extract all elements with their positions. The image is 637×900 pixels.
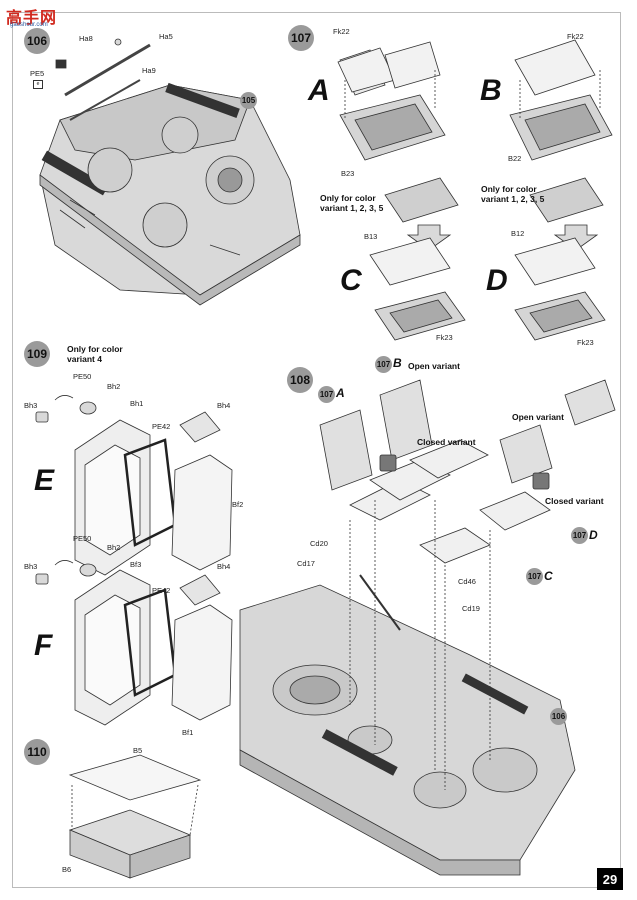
ref-106-bottom-badge: 106 bbox=[550, 708, 567, 725]
label-cd20: Cd20 bbox=[310, 539, 328, 548]
label-ha8: Ha8 bbox=[79, 34, 93, 43]
label-bh2-e: Bh2 bbox=[107, 382, 121, 391]
variant-f-letter: F bbox=[34, 629, 53, 662]
note-closed-variant-1: Closed variant bbox=[417, 437, 476, 447]
hatch-d-drawing bbox=[514, 177, 606, 341]
note-c-color-variant: Only for color variant 1, 2, 3, 5 bbox=[320, 193, 383, 213]
label-b13: B13 bbox=[364, 232, 378, 241]
jerrycan-f-drawing bbox=[35, 560, 233, 726]
note-d-line2: variant 1, 2, 3, 5 bbox=[481, 194, 545, 204]
label-pe50-f: PE50 bbox=[73, 534, 92, 543]
note-closed-variant-2: Closed variant bbox=[545, 496, 604, 506]
label-fk22-a: Fk22 bbox=[333, 27, 350, 36]
variant-b-letter: B bbox=[480, 74, 502, 107]
jerrycan-e-drawing bbox=[35, 395, 233, 576]
ref-107c-badge: 107 bbox=[526, 568, 543, 585]
step-106-top-badge: 106 bbox=[24, 28, 50, 54]
label-ha5: Ha5 bbox=[159, 32, 173, 41]
note-c-line1: Only for color bbox=[320, 193, 376, 203]
label-b5: B5 bbox=[133, 746, 143, 755]
variant-c-letter: C bbox=[340, 264, 362, 297]
note-d-color-variant: Only for color variant 1, 2, 3, 5 bbox=[481, 184, 544, 204]
note-c-line2: variant 1, 2, 3, 5 bbox=[320, 203, 384, 213]
ref-107a-letter: A bbox=[336, 386, 345, 400]
storage-box-drawing bbox=[68, 754, 202, 879]
label-bf1: Bf1 bbox=[182, 728, 194, 737]
hatch-c-drawing bbox=[369, 177, 466, 341]
hatch-b-drawing bbox=[509, 39, 613, 161]
label-bh4-e: Bh4 bbox=[217, 401, 231, 410]
label-pe50-e: PE50 bbox=[73, 372, 92, 381]
label-b6: B6 bbox=[62, 865, 72, 874]
label-cd19: Cd19 bbox=[462, 604, 480, 613]
photo-etch-icon: e bbox=[33, 80, 43, 89]
step-108-badge: 108 bbox=[287, 367, 313, 393]
watermark-text: 高手网 bbox=[6, 8, 58, 27]
page-number: 29 bbox=[597, 868, 623, 890]
label-b23: B23 bbox=[341, 169, 355, 178]
label-b22: B22 bbox=[508, 154, 522, 163]
variant-d-letter: D bbox=[486, 264, 508, 297]
label-fk23-d: Fk23 bbox=[577, 338, 594, 347]
step-109-badge: 109 bbox=[24, 341, 50, 367]
step-107-badge: 107 bbox=[288, 25, 314, 51]
page-frame bbox=[12, 12, 621, 888]
label-pe42-e: PE42 bbox=[152, 422, 171, 431]
label-cd17: Cd17 bbox=[297, 559, 315, 568]
hull-front-drawing bbox=[239, 379, 616, 876]
note-open-variant-1: Open variant bbox=[408, 361, 460, 371]
label-fk22-b: Fk22 bbox=[567, 32, 584, 41]
label-bh2-f: Bh2 bbox=[107, 543, 121, 552]
label-pe5: PE5 bbox=[30, 69, 45, 78]
label-pe42-f: PE42 bbox=[152, 586, 171, 595]
note-109-line1: Only for color bbox=[67, 344, 123, 354]
label-cd46: Cd46 bbox=[458, 577, 476, 586]
label-bf3: Bf3 bbox=[130, 560, 142, 569]
watermark-url: gaoshour.com bbox=[10, 22, 48, 28]
ref-107a-badge: 107 bbox=[318, 386, 335, 403]
ref-105-badge: 105 bbox=[240, 92, 257, 109]
note-109-line2: variant 4 bbox=[67, 354, 102, 364]
watermark-logo: 高手网 gaoshour.com bbox=[4, 4, 74, 34]
step-110-badge: 110 bbox=[24, 739, 50, 765]
label-ha9: Ha9 bbox=[142, 66, 156, 75]
hatch-a-drawing bbox=[337, 41, 446, 161]
hull-rear-drawing bbox=[39, 38, 301, 306]
note-109-color-variant: Only for color variant 4 bbox=[67, 344, 123, 364]
note-open-variant-2: Open variant bbox=[512, 412, 564, 422]
note-d-line1: Only for color bbox=[481, 184, 537, 194]
label-b12: B12 bbox=[511, 229, 525, 238]
label-bh4-f: Bh4 bbox=[217, 562, 231, 571]
ref-107d-badge: 107 bbox=[571, 527, 588, 544]
variant-e-letter: E bbox=[34, 464, 55, 497]
ref-107c-letter: C bbox=[544, 569, 553, 583]
ref-107b-badge: 107 bbox=[375, 356, 392, 373]
label-bf2: Bf2 bbox=[232, 500, 244, 509]
ref-107d-letter: D bbox=[589, 528, 598, 542]
label-bh3-e: Bh3 bbox=[24, 401, 38, 410]
ref-107b-letter: B bbox=[393, 356, 402, 370]
label-fk23-c: Fk23 bbox=[436, 333, 453, 342]
variant-a-letter: A bbox=[308, 74, 330, 107]
label-bh3-f: Bh3 bbox=[24, 562, 38, 571]
label-bh1: Bh1 bbox=[130, 399, 144, 408]
